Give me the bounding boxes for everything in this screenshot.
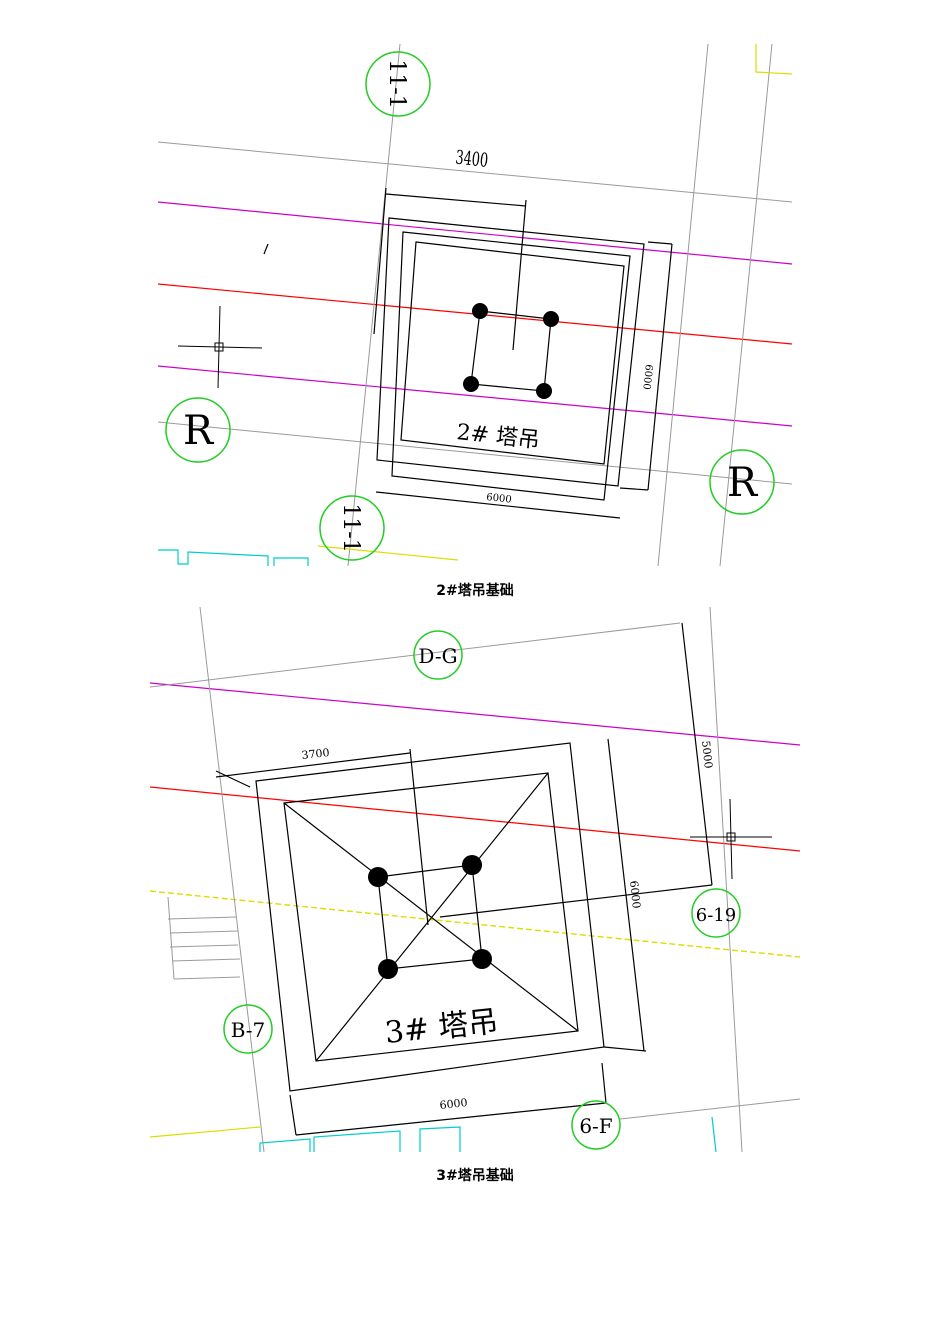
axis-label-top: 11-1 <box>384 59 409 108</box>
dimension-label-right: 6000 <box>640 364 654 390</box>
foundation-middle-outline <box>391 231 631 501</box>
dimension-line <box>289 1094 297 1136</box>
grid-line <box>157 421 793 485</box>
grid-line <box>149 622 681 688</box>
cyan-line <box>313 1130 401 1152</box>
dimension-line <box>439 884 713 918</box>
magenta-line <box>157 365 793 427</box>
pile-marker <box>536 383 552 399</box>
cyan-line <box>259 1138 311 1152</box>
axis-bubble-right <box>709 449 775 515</box>
axis-label-top: D-G <box>418 644 457 668</box>
crane-2-caption: 2#塔吊基础 <box>436 583 514 599</box>
dimension-line <box>385 193 527 207</box>
magenta-line <box>149 682 801 746</box>
dimension-label-top: 3700 <box>301 746 330 762</box>
foundation-outer-outline <box>376 217 645 487</box>
dimension-line <box>373 187 387 335</box>
cyan-line <box>711 1116 717 1153</box>
grid-line <box>709 606 743 1153</box>
cyan-line <box>419 1126 461 1152</box>
dimension-line <box>375 491 621 519</box>
crane-3-drawing-canvas: 3# 塔吊 3700 6000 6000 5000 D-G B-7 6-19 6… <box>149 606 801 1153</box>
axis-label-right: R <box>727 460 759 506</box>
axis-bubble-left <box>223 1004 273 1054</box>
grid-line <box>657 43 709 567</box>
dimension-label-bottom: 6000 <box>439 1096 468 1112</box>
axis-label-left: R <box>183 408 215 454</box>
cyan-line <box>158 549 269 566</box>
crane-label: 2# 塔吊 <box>455 420 541 454</box>
dimension-line <box>647 243 673 491</box>
axis-bubble-top <box>365 51 431 117</box>
crosshair-icon <box>177 305 263 389</box>
pile-marker <box>462 855 482 875</box>
grid-line <box>719 43 773 567</box>
grid-line <box>619 1098 801 1120</box>
magenta-line <box>157 201 793 265</box>
crane-2-drawing-canvas: 2# 塔吊 3400 6000 6000 11-1 11-1 R R <box>157 43 793 567</box>
axis-bubble-bottom <box>571 1100 621 1150</box>
axis-bubble-bottom <box>319 495 385 561</box>
foundation-inner-outline <box>400 241 625 465</box>
yellow-line <box>149 1126 261 1138</box>
cyan-line <box>273 557 309 566</box>
pile-marker <box>463 376 479 392</box>
crane-label: 3# 塔吊 <box>383 1004 500 1051</box>
dimension-line <box>215 770 251 788</box>
pile-marker <box>543 311 559 327</box>
grid-line <box>347 43 401 567</box>
yellow-line <box>755 44 793 75</box>
grid-line <box>157 141 793 203</box>
pile-square-outline <box>470 310 552 392</box>
grid-line <box>199 606 265 1153</box>
diagonal-line <box>283 802 579 1032</box>
red-line <box>149 786 801 852</box>
dimension-label-offset: 5000 <box>699 740 715 769</box>
axis-label-bottom: 11-1 <box>338 503 363 552</box>
dimension-line <box>215 752 411 778</box>
crane-3-caption: 3#塔吊基础 <box>436 1168 514 1184</box>
crane-2-foundation-drawing: 2# 塔吊 3400 6000 6000 11-1 11-1 R R <box>157 43 793 567</box>
dimension-line <box>619 487 649 491</box>
dimension-line <box>295 1102 607 1136</box>
axis-bubble-left <box>165 397 231 463</box>
crane-3-foundation-drawing: 3# 塔吊 3700 6000 6000 5000 D-G B-7 6-19 6… <box>149 606 801 1153</box>
crosshair-icon <box>690 798 772 880</box>
yellow-line <box>317 545 459 561</box>
axis-label-left: B-7 <box>231 1018 266 1042</box>
dimension-label-top: 3400 <box>455 146 490 172</box>
dimension-line <box>512 199 527 351</box>
pile-marker <box>472 949 492 969</box>
pile-marker <box>368 867 388 887</box>
pile-square-outline <box>377 864 483 970</box>
dimension-line <box>263 243 269 255</box>
axis-label-right: 6-19 <box>696 905 736 926</box>
dimension-label-right: 6000 <box>627 880 643 909</box>
pile-marker <box>472 303 488 319</box>
diagonal-line <box>315 772 549 1062</box>
dimension-label-bottom: 6000 <box>486 492 512 506</box>
axis-bubble-top <box>413 630 463 680</box>
dimension-line <box>601 1062 607 1104</box>
dimension-line <box>603 1046 647 1052</box>
pile-marker <box>378 959 398 979</box>
dimension-line <box>681 622 713 886</box>
dimension-line <box>647 241 673 245</box>
dimension-line <box>409 748 429 926</box>
yellow-line <box>149 890 801 958</box>
axis-bubble-right <box>691 888 741 938</box>
hatched-area <box>167 896 241 980</box>
axis-label-bottom: 6-F <box>579 1114 612 1138</box>
